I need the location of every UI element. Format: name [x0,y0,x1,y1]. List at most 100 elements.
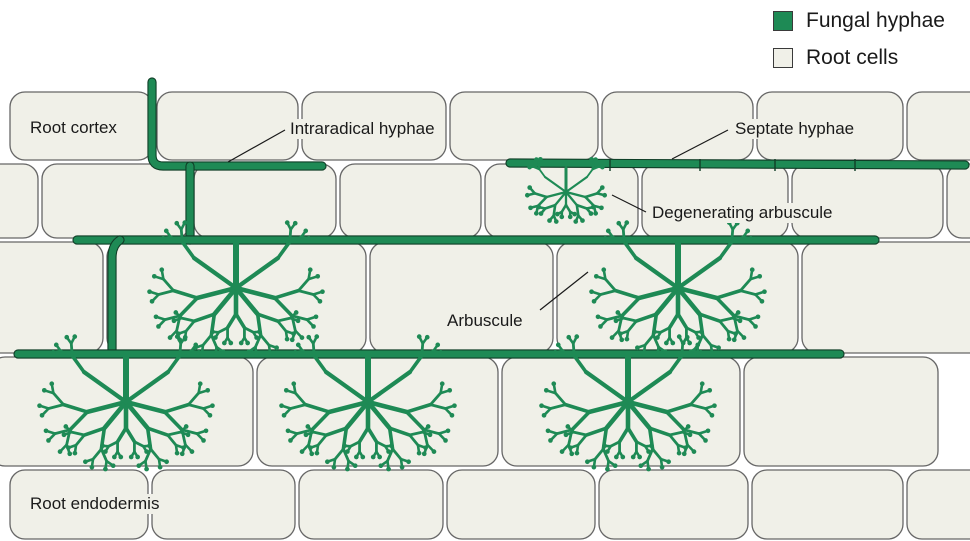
arbuscule-tip [221,349,226,354]
arbuscule-tip [593,157,598,162]
root-cell [157,92,298,160]
arbuscule-tip [615,310,620,315]
arbuscule-tip [742,335,747,340]
label-septate-hyphae: Septate hyphae [733,119,856,139]
label-intraradical-hyphae: Intraradical hyphae [288,119,437,139]
root-cell [642,164,788,238]
arbuscule-tip [183,335,188,340]
arbuscule-tip [210,329,215,334]
arbuscule-tip [180,451,185,456]
arbuscule-tip [614,318,619,323]
root-cell [447,470,595,539]
arbuscule-tip [601,267,606,272]
arbuscule-tip [58,449,63,454]
arbuscule-tip [37,403,42,408]
arbuscule-tip [534,211,539,216]
arbuscule-tip [695,343,700,348]
arbuscule-tip [589,211,594,216]
arbuscule-tip [154,314,159,319]
arbuscule-tip [620,455,625,460]
arbuscule-tip [568,445,573,450]
arbuscule-tip [285,220,290,225]
arbuscule-tip [64,335,69,340]
arbuscule-tip [158,465,163,470]
arbuscule-tip [51,350,56,355]
arbuscule-tip [175,334,180,339]
arbuscule-tip [616,221,621,226]
arbuscule-tip [438,350,443,355]
arbuscule-tip [213,335,218,340]
arbuscule-tip [589,289,594,294]
arbuscule-tip [46,438,51,443]
arbuscule-tip [304,432,309,437]
arbuscule-tip [308,445,313,450]
arbuscule-tip [400,465,405,470]
arbuscule-tip [332,465,337,470]
arbuscule-tip [538,157,543,162]
arbuscule-tip [544,388,549,393]
arbuscule-tip [618,331,623,336]
arbuscule-tip [546,428,551,433]
arbuscule-tip [44,428,49,433]
arbuscule-tip [732,337,737,342]
arbuscule-tip [161,236,166,241]
root-cell [370,242,553,353]
arbuscule-tip [174,221,179,226]
arbuscule-tip [528,205,533,210]
arbuscule-tip [547,218,552,223]
arbuscule-tip [610,335,615,340]
arbuscule-tip [73,451,78,456]
arbuscule-tip [311,324,316,329]
root-cell [907,92,970,160]
arbuscule-tip [527,185,532,190]
arbuscule-tip [54,343,59,348]
fungal-hyphae-swatch [773,11,793,31]
arbuscule-tip [293,221,298,226]
arbuscule-tip [574,334,579,339]
arbuscule-tip [603,236,608,241]
arbuscule-tip [569,451,574,456]
arbuscule-tip [677,334,682,339]
arbuscule-tip [90,465,95,470]
legend-label-fungal-hyphae: Fungal hyphae [806,9,945,33]
arbuscule-branch [181,229,182,241]
arbuscule-tip [66,445,71,450]
arbuscule-tip [386,467,391,472]
arbuscule-tip [525,193,530,198]
arbuscule-tip [619,337,624,342]
root-cell [0,242,103,353]
arbuscule-tip [592,299,597,304]
arbuscule-tip [371,455,376,460]
arbuscule-tip [762,289,767,294]
arbuscule-tip [182,220,187,225]
legend-item-root-cells: Root cells [773,43,945,73]
arbuscule-tip [686,424,691,429]
root-cell [792,164,943,238]
arbuscule-tip [40,413,45,418]
arbuscule-tip [320,289,325,294]
arbuscule-tip [318,299,323,304]
arbuscule-tip [285,337,290,342]
root-cell [907,470,970,539]
arbuscule-tip [144,467,149,472]
arbuscule-tip [605,449,610,454]
arbuscule-tip [753,324,758,329]
arbuscule-tip [432,449,437,454]
arbuscule-tip [168,335,173,340]
arbuscule-tip [598,324,603,329]
arbuscule-tip [703,438,708,443]
arbuscule-branch [573,343,574,355]
arbuscule-tip [300,449,305,454]
arbuscule-tip [664,341,669,346]
arbuscule-tip [417,334,422,339]
arbuscule-tip [315,274,320,279]
arbuscule-tip [156,324,161,329]
arbuscule-tip [727,337,732,342]
arbuscule-tip [63,424,68,429]
arbuscule-tip [450,413,455,418]
arbuscule-tip [572,212,577,217]
arbuscule-tip [706,428,711,433]
arbuscule-tip [164,459,169,464]
legend-item-fungal-hyphae: Fungal hyphae [773,6,945,36]
root-cell [744,357,938,466]
